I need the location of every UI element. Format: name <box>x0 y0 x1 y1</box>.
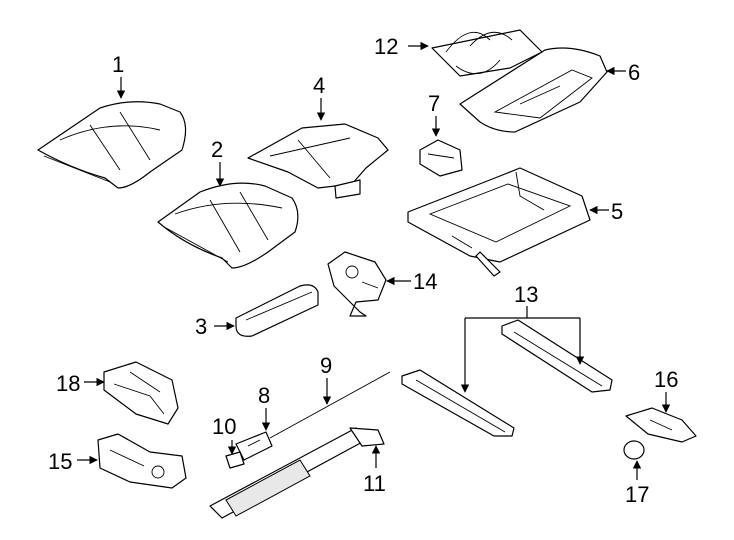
part-17-cap <box>623 440 645 460</box>
callout-8: 8 <box>258 383 270 408</box>
part-7-bracket <box>419 139 463 177</box>
callout-4: 4 <box>313 73 325 98</box>
callout-14: 14 <box>413 269 437 294</box>
callout-5: 5 <box>611 199 623 224</box>
part-6-seat-pan <box>459 47 608 133</box>
callout-18: 18 <box>56 371 80 396</box>
part-15-side-shield <box>97 433 187 489</box>
part-4-heater-mat <box>247 123 389 199</box>
part-10-connector <box>225 451 245 469</box>
part-2-seat-cushion <box>157 182 299 269</box>
part-5-seat-frame <box>407 167 591 277</box>
callout-9: 9 <box>320 353 332 378</box>
callout-13: 13 <box>514 282 538 307</box>
part-13-seat-tracks <box>401 319 613 437</box>
part-11-spindle <box>209 427 385 519</box>
callout-1: 1 <box>112 52 124 77</box>
callout-17: 17 <box>625 482 649 507</box>
part-9-cable <box>269 371 391 439</box>
callout-15: 15 <box>48 449 72 474</box>
part-18-module <box>103 361 179 425</box>
callout-11: 11 <box>363 471 386 496</box>
callout-2: 2 <box>211 137 223 162</box>
callout-10: 10 <box>212 414 236 439</box>
callout-7: 7 <box>428 91 440 116</box>
part-12-spring-assembly <box>431 29 543 77</box>
part-3-trim-panel <box>235 284 319 337</box>
part-1-seat-cushion-pad <box>37 101 187 189</box>
part-16-escutcheon <box>625 407 697 443</box>
callout-16: 16 <box>654 367 678 392</box>
callout-12: 12 <box>374 34 398 59</box>
callout-6: 6 <box>628 60 640 85</box>
part-14-recliner-cover <box>327 251 387 317</box>
callout-3: 3 <box>195 314 207 339</box>
